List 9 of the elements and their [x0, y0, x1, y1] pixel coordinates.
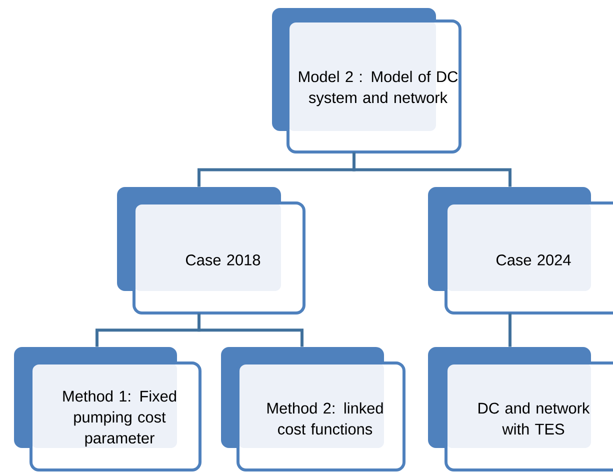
process-box: Model 2 : Model of DC system and network: [272, 8, 462, 154]
connector-line: [508, 313, 512, 347]
process-box: Case 2024: [428, 186, 613, 314]
process-box: Method 1: Fixed pumping cost parameter: [14, 346, 202, 472]
connector-line: [352, 152, 512, 187]
process-box: Method 2: linked cost functions: [221, 346, 406, 472]
process-box: DC and network with TES: [428, 346, 613, 472]
process-box: Case 2018: [117, 186, 306, 314]
connector-line: [198, 313, 304, 347]
